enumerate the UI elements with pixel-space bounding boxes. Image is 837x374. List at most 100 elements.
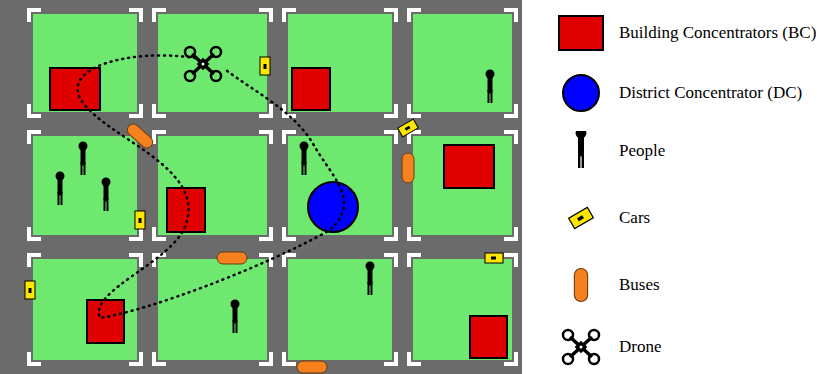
legend-item: Cars xyxy=(553,198,650,238)
road-marking xyxy=(129,104,141,116)
building-concentrator xyxy=(292,68,330,110)
road-marking xyxy=(409,255,421,267)
road-marking xyxy=(504,132,516,144)
legend-sample xyxy=(553,131,609,171)
legend-item: Drone xyxy=(553,327,661,367)
road-marking xyxy=(29,227,41,239)
person-icon xyxy=(366,262,375,296)
bus-icon xyxy=(217,252,247,264)
person-icon xyxy=(231,300,240,334)
legend-sample xyxy=(553,13,609,53)
car-icon xyxy=(485,253,503,263)
car-icon xyxy=(398,119,419,137)
drone-icon xyxy=(185,47,221,81)
city-block xyxy=(413,14,512,112)
road-marking xyxy=(384,10,396,22)
city-block xyxy=(288,14,392,112)
road-marking xyxy=(154,255,166,267)
city-block xyxy=(158,259,267,360)
road-marking xyxy=(384,352,396,364)
person-icon xyxy=(79,142,88,176)
legend-circle xyxy=(563,75,599,111)
city-block xyxy=(158,136,267,235)
legend-square xyxy=(559,16,603,50)
road-marking xyxy=(384,227,396,239)
legend-sample xyxy=(553,265,609,305)
city-map xyxy=(0,0,522,374)
building-concentrator xyxy=(50,68,100,110)
road-marking xyxy=(154,227,166,239)
road-marking xyxy=(129,10,141,22)
person-icon xyxy=(102,178,111,212)
road-marking xyxy=(504,10,516,22)
car-icon xyxy=(260,57,270,75)
road-marking xyxy=(154,104,166,116)
road-marking xyxy=(259,104,271,116)
road-marking xyxy=(29,132,41,144)
road-marking xyxy=(284,10,296,22)
legend-text: Buses xyxy=(619,275,660,295)
city-block xyxy=(413,136,512,235)
legend-text: District Concentrator (DC) xyxy=(619,83,802,103)
drone-icon xyxy=(563,330,599,364)
city-block xyxy=(288,259,392,360)
road-marking xyxy=(409,10,421,22)
legend-swatch xyxy=(553,73,609,113)
legend-sample xyxy=(553,198,609,238)
legend-item: Building Concentrators (BC) xyxy=(553,13,816,53)
person-icon xyxy=(576,131,587,168)
road-marking xyxy=(259,227,271,239)
road-marking xyxy=(409,352,421,364)
building-concentrator xyxy=(444,145,494,188)
road-marking xyxy=(259,10,271,22)
legend-sample xyxy=(553,327,609,367)
building-concentrator xyxy=(167,188,205,232)
road-marking xyxy=(259,132,271,144)
road-marking xyxy=(154,10,166,22)
road-marking xyxy=(29,10,41,22)
road-marking xyxy=(284,227,296,239)
legend-item: People xyxy=(553,131,665,171)
legend-item: District Concentrator (DC) xyxy=(553,73,802,113)
legend-sample xyxy=(553,73,609,113)
city-block xyxy=(33,259,137,360)
road-marking xyxy=(29,104,41,116)
car-icon xyxy=(135,211,145,229)
road-marking xyxy=(154,352,166,364)
person-icon xyxy=(300,142,309,176)
road-marking xyxy=(409,104,421,116)
road-marking xyxy=(409,132,421,144)
legend-swatch xyxy=(553,198,609,238)
road-marking xyxy=(29,352,41,364)
road-marking xyxy=(29,255,41,267)
road-marking xyxy=(129,352,141,364)
person-icon xyxy=(486,70,495,104)
road-marking xyxy=(504,255,516,267)
road-marking xyxy=(154,132,166,144)
bus-icon xyxy=(402,153,414,183)
legend-swatch xyxy=(553,131,609,171)
car-icon xyxy=(25,281,35,299)
legend-text: Cars xyxy=(619,208,650,228)
legend-text: People xyxy=(619,141,665,161)
legend-text: Building Concentrators (BC) xyxy=(619,23,816,43)
district-concentrator xyxy=(308,182,358,232)
legend-swatch xyxy=(553,265,609,305)
city-block xyxy=(33,14,137,112)
city-block xyxy=(413,259,512,360)
legend-swatch xyxy=(553,327,609,367)
bus-icon xyxy=(574,269,587,302)
road-marking xyxy=(259,255,271,267)
road-marking xyxy=(384,255,396,267)
road-marking xyxy=(504,104,516,116)
city-block xyxy=(158,14,267,112)
road-marking xyxy=(129,255,141,267)
person-icon xyxy=(56,172,65,206)
road-marking xyxy=(284,255,296,267)
legend-text: Drone xyxy=(619,337,661,357)
city-block xyxy=(33,136,137,235)
building-concentrator xyxy=(87,300,124,343)
road-marking xyxy=(259,352,271,364)
legend-item: Buses xyxy=(553,265,660,305)
